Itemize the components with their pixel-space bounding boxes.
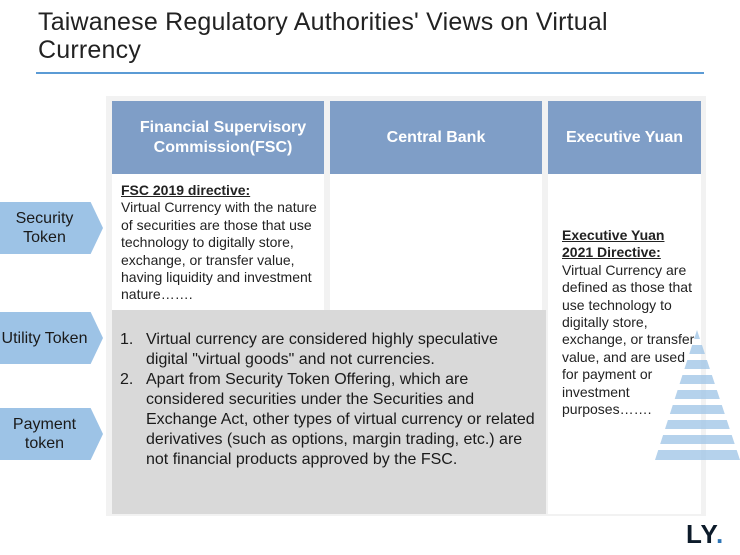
executive-directive: Executive Yuan 2021 Directive: Virtual C… <box>562 227 696 418</box>
header-central-bank-label: Central Bank <box>386 128 486 146</box>
logo-dot: . <box>715 519 725 549</box>
list-item: 2. Apart from Security Token Offering, w… <box>120 370 544 470</box>
list-item-number: 1. <box>120 331 134 348</box>
fsc-directive: FSC 2019 directive: Virtual Currency wit… <box>121 182 327 304</box>
security-token-label: Security Token <box>15 210 74 246</box>
executive-directive-heading: Executive Yuan 2021 Directive: <box>562 227 665 261</box>
header-fsc: Financial Supervisory Commission(FSC) <box>112 101 324 174</box>
utility-token-arrow: Utility Token <box>0 312 103 364</box>
list-item-text: Virtual currency are considered highly s… <box>146 331 498 368</box>
payment-token-arrow: Payment token <box>0 408 103 460</box>
security-token-arrow: Security Token <box>0 202 103 254</box>
header-fsc-label: Financial Supervisory Commission(FSC) <box>139 118 307 156</box>
list-item-text: Apart from Security Token Offering, whic… <box>146 371 535 468</box>
header-executive-yuan-label: Executive Yuan <box>565 128 684 146</box>
fsc-directive-body: Virtual Currency with the nature of secu… <box>121 199 317 303</box>
slide-title: Taiwanese Regulatory Authorities' Views … <box>38 8 608 64</box>
list-item: 1. Virtual currency are considered highl… <box>120 330 544 370</box>
logo-text: LY <box>686 519 716 549</box>
central-bank-cell-bg <box>330 174 542 310</box>
fsc-cell-bg <box>112 174 324 310</box>
executive-directive-body: Virtual Currency are defined as those th… <box>562 261 695 418</box>
striped-triangle-graphic <box>655 330 740 460</box>
payment-token-label: Payment token <box>12 416 77 452</box>
utility-token-label: Utility Token <box>1 329 88 347</box>
fsc-central-bank-shared-box: 1. Virtual currency are considered highl… <box>112 310 546 514</box>
ly-logo: LY. <box>686 519 724 550</box>
title-underline <box>36 72 704 74</box>
header-executive-yuan: Executive Yuan <box>548 101 701 174</box>
fsc-directive-heading: FSC 2019 directive: <box>121 182 251 198</box>
shared-points-list: 1. Virtual currency are considered highl… <box>120 330 544 470</box>
header-central-bank: Central Bank <box>330 101 542 174</box>
list-item-number: 2. <box>120 371 134 388</box>
